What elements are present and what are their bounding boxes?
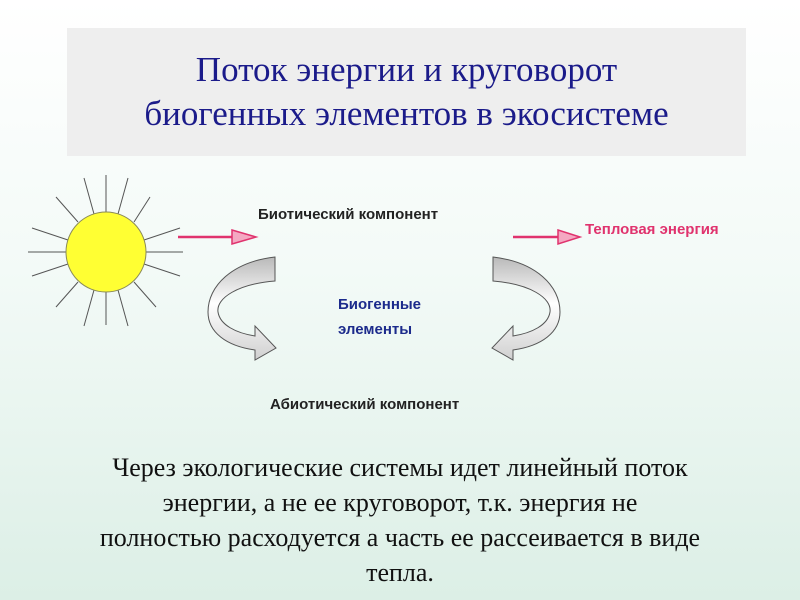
description-line-1: Через экологические системы идет линейны… bbox=[112, 453, 688, 482]
description-text: Через экологические системы идет линейны… bbox=[0, 450, 800, 590]
description-line-2: энергии, а не ее круговорот, т.к. энерги… bbox=[162, 488, 638, 517]
biotic-component-label: Биотический компонент bbox=[258, 206, 439, 223]
nutrients-label-line-1: Биогенные bbox=[338, 296, 422, 313]
title-line-1: Поток энергии и круговорот bbox=[195, 50, 618, 89]
heat-energy-label: Тепловая энергия bbox=[585, 221, 719, 238]
title-box: Поток энергии и круговорот биогенных эле… bbox=[67, 28, 746, 156]
nutrients-label-line-2: элементы bbox=[338, 321, 413, 338]
nutrients-label: Биогенные элементы bbox=[338, 292, 421, 342]
abiotic-component-label: Абиотический компонент bbox=[270, 396, 460, 413]
energy-arrow-out bbox=[513, 228, 583, 246]
description-line-4: тепла. bbox=[366, 558, 434, 587]
cycle-arrow-left bbox=[207, 256, 277, 361]
description-line-3: полностью расходуется а часть ее рассеив… bbox=[99, 523, 701, 552]
energy-arrow-in bbox=[178, 229, 259, 245]
title-line-2: биогенных элементов в экосистеме bbox=[144, 94, 669, 133]
sun-icon bbox=[28, 175, 183, 327]
cycle-arrow-right bbox=[491, 256, 561, 361]
